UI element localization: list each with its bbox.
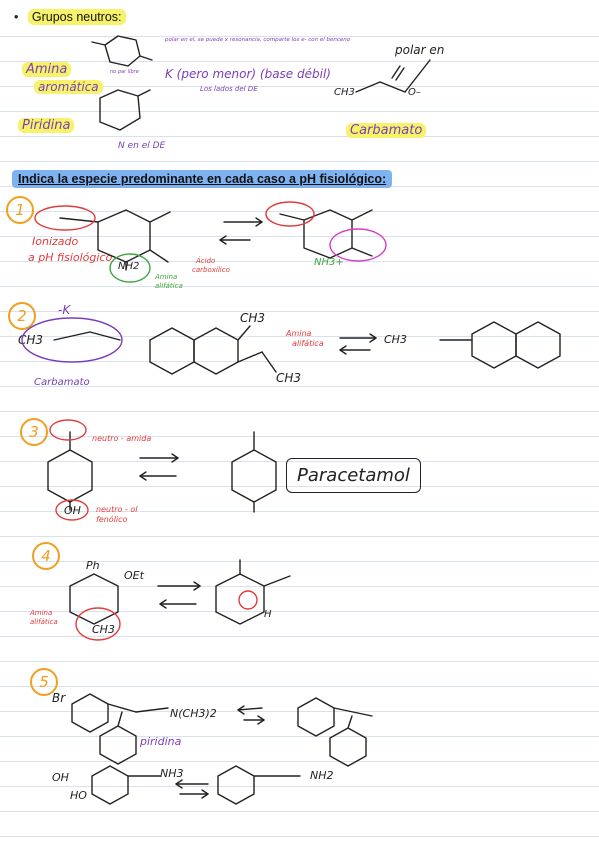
- p2-ring-b: [193, 327, 239, 375]
- p1-note-ionizado: Ionizado: [32, 235, 79, 248]
- p4-circle: [75, 607, 121, 641]
- p2-ch3-bottom: CH3: [276, 371, 302, 385]
- amine-ring: [104, 35, 141, 67]
- p5-ring-b: [99, 725, 137, 765]
- amine-label-2: aromática: [34, 80, 103, 94]
- p5-oh-left: OH: [52, 771, 69, 784]
- p2-note-carbamato: Carbamato: [34, 377, 90, 388]
- p1-note-alifatica: alifática: [155, 282, 183, 290]
- p5-ring-c: [297, 697, 335, 737]
- p1-circle-pink: [329, 228, 387, 262]
- p1-nh2: NH2: [118, 261, 140, 272]
- p2-note-amina: Amina: [286, 329, 312, 338]
- p2-ch3-right: CH3: [384, 333, 407, 346]
- p2-note-alifatica: alifática: [292, 339, 324, 348]
- pyridine-label: Piridina: [18, 118, 75, 133]
- amine-small-note: no par libre: [110, 69, 139, 75]
- p5-ring-d: [329, 727, 367, 767]
- p4-plus-circle: [238, 590, 258, 610]
- p1-ring-right: [303, 209, 353, 259]
- p1-nh3: NH3+: [314, 257, 344, 268]
- problem-3-number: 3: [20, 418, 48, 446]
- p2-ch3-top: CH3: [240, 311, 266, 325]
- p2-circle: [21, 317, 123, 363]
- p1-note-ph: a pH fisiológico: [28, 251, 113, 264]
- p1-note-acido: Ácido: [196, 257, 216, 265]
- p5-nh2: NH2: [310, 769, 334, 782]
- pyridine-note: N en el DE: [118, 141, 166, 151]
- grupos-neutros-heading: Grupos neutros:: [14, 9, 126, 25]
- polar-note: polar en: [395, 43, 445, 57]
- p1-circle-right: [265, 201, 315, 227]
- p3-note-fenolico: fenólico: [96, 515, 128, 524]
- p4-ch3-left: CH3: [92, 623, 115, 636]
- p3-ring-right: [231, 449, 277, 503]
- section-title-text: Indica la especie predominante en cada c…: [12, 170, 393, 188]
- amine-note-low: Los lados del DE: [200, 85, 258, 93]
- p5-note-piridina: piridina: [140, 735, 182, 748]
- p2-ring-a: [149, 327, 195, 375]
- p1-circle-left: [34, 205, 96, 231]
- p4-ring-left: [69, 573, 119, 625]
- amine-note-top: polar en el, se puede x resonancia, comp…: [165, 37, 351, 43]
- paracetamol-box: Paracetamol: [286, 458, 421, 493]
- grupos-neutros-text: Grupos neutros:: [27, 9, 126, 25]
- problem-4-number: 4: [32, 542, 60, 570]
- problem-1-number: 1: [6, 196, 34, 224]
- p5-n-left: N(CH3)2: [170, 707, 217, 720]
- p3-ring-left: [47, 449, 93, 503]
- p5-br-left: Br: [52, 691, 66, 705]
- problem-2-number: 2: [8, 302, 36, 330]
- amine-label-1: Amina: [22, 62, 72, 77]
- p4-oet-left: OEt: [124, 569, 144, 582]
- pyridine-ring: [99, 89, 141, 131]
- p3-circle-top: [49, 419, 87, 441]
- p4-note-alifatica: alifática: [30, 618, 58, 626]
- p1-note-carboxilico: carboxílico: [192, 266, 230, 274]
- p2-ch3-left: CH3: [18, 333, 44, 347]
- p4-note-amina: Amina: [30, 609, 53, 617]
- p5-ring-a: [71, 693, 109, 733]
- carbamate-o: O–: [408, 87, 421, 98]
- p1-circle-green: [109, 253, 151, 283]
- p3-circle-bottom: [55, 499, 89, 521]
- p5-ho-left: HO: [70, 789, 87, 802]
- carbamate-ch3: CH3: [334, 87, 355, 98]
- p1-note-amina: Amina: [155, 273, 178, 281]
- p3-oh: OH: [64, 504, 81, 517]
- p3-note-ol: neutro - ol: [96, 505, 138, 514]
- p2-ring-d: [515, 321, 561, 369]
- section-title: Indica la especie predominante en cada c…: [12, 170, 393, 188]
- p2-note-k: -K: [58, 303, 71, 317]
- p4-h: H: [264, 609, 272, 620]
- p5-ring-f: [217, 765, 255, 805]
- p5-ring-e: [91, 765, 129, 805]
- p5-nh3: NH3: [160, 767, 184, 780]
- problem-5-number: 5: [30, 668, 58, 696]
- p2-ring-c: [471, 321, 517, 369]
- amine-note-mid: K (pero menor) (base débil): [165, 67, 331, 81]
- carbamate-label: Carbamato: [346, 123, 427, 138]
- p4-ph-left: Ph: [86, 559, 100, 572]
- p3-note-amida: neutro - amida: [92, 434, 152, 443]
